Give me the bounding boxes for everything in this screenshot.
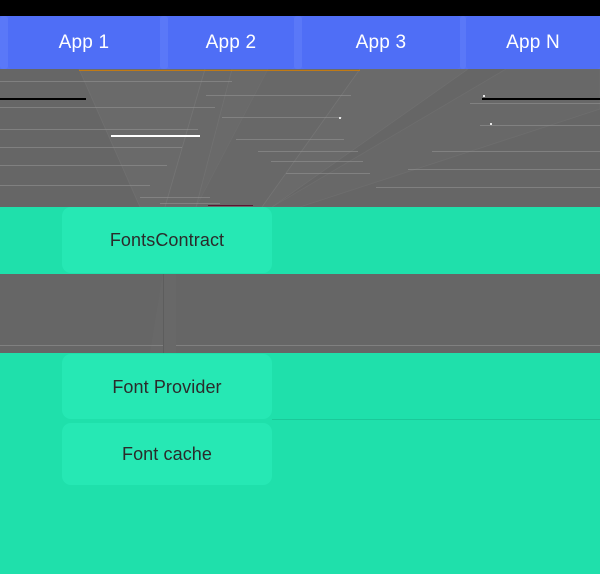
app-node-3[interactable]: App 3: [302, 16, 460, 69]
gray-seam-vertical: [163, 274, 164, 353]
app-node-2-label: App 2: [205, 32, 257, 53]
stray-rule-orange: [79, 70, 360, 71]
green-band-bottom: [0, 487, 600, 574]
app-node-n[interactable]: App N: [466, 16, 600, 69]
green-seam-2: [272, 419, 600, 420]
stray-rule-black-right: [482, 98, 600, 100]
app-band-gap-0: [0, 16, 8, 69]
gray-arrow-region-upper: [0, 69, 600, 207]
node-fonts-contract-label: FontsContract: [109, 230, 225, 250]
node-font-provider[interactable]: Font Provider: [62, 354, 272, 419]
stray-dot-3: [490, 123, 492, 125]
stray-rule-maroon: [208, 205, 253, 206]
node-font-cache-label: Font cache: [121, 444, 213, 464]
stray-dot-2: [339, 117, 341, 119]
app-band-gap-3: [460, 16, 466, 69]
node-fonts-contract[interactable]: FontsContract: [62, 207, 272, 273]
app-node-n-label: App N: [506, 32, 560, 53]
app-node-2[interactable]: App 2: [168, 16, 294, 69]
node-font-provider-label: Font Provider: [112, 376, 222, 397]
converging-arrows-lower: [0, 274, 176, 353]
gray-arrow-region-lower: [0, 274, 600, 353]
app-node-1[interactable]: App 1: [8, 16, 160, 69]
top-black-strip: [0, 0, 600, 16]
app-band-gap-2: [294, 16, 302, 69]
stray-rule-white: [111, 135, 200, 137]
stray-rule-black-left: [0, 98, 86, 100]
app-node-3-label: App 3: [355, 32, 407, 53]
stray-dot-1: [483, 95, 485, 97]
app-node-1-label: App 1: [58, 32, 110, 53]
app-band: App 1 App 2 App 3 App N: [0, 16, 600, 69]
app-band-gap-1: [160, 16, 168, 69]
node-font-cache[interactable]: Font cache: [62, 423, 272, 485]
